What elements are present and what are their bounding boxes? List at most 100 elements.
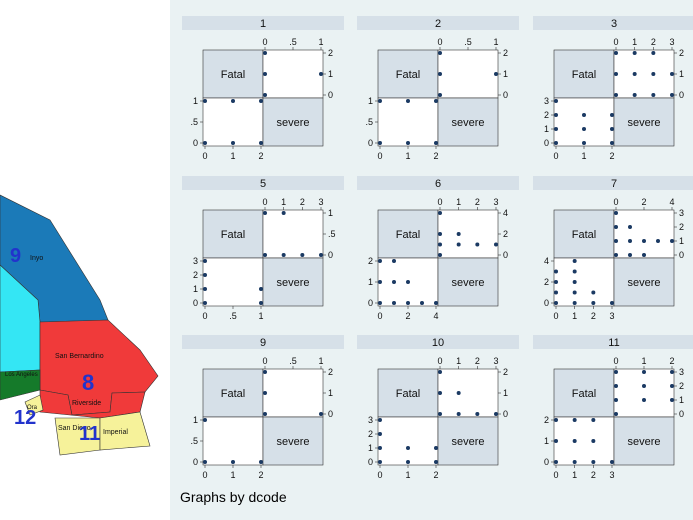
severe-plot-area [553, 416, 615, 466]
fatal-quadrant-label: Fatal [221, 229, 245, 241]
severe-quadrant-label: severe [451, 277, 484, 289]
severe-label-cell [613, 97, 675, 147]
severe-point [572, 280, 577, 284]
severe-point [231, 99, 235, 103]
severe-x-tick-label: 1 [230, 470, 235, 480]
fatal-point [614, 253, 618, 257]
severe-x-tick-label: 3 [609, 470, 614, 480]
fatal-x-tick-label: 0 [437, 197, 442, 207]
fatal-point [438, 72, 442, 76]
map-number-12: 12 [14, 407, 36, 429]
severe-x-tick-label: 1 [405, 470, 410, 480]
severe-plot-area [553, 257, 615, 307]
severe-x-tick-label: 1 [230, 151, 235, 161]
fatal-point [494, 242, 498, 247]
fatal-x-tick-label: 3 [318, 197, 323, 207]
fatal-plot-area [262, 209, 324, 259]
fatal-point [632, 93, 637, 97]
severe-y-tick-label: 1 [368, 96, 373, 106]
severe-y-tick-label: 1 [368, 277, 373, 287]
panel-strip [182, 335, 344, 349]
fatal-point [670, 370, 674, 374]
severe-y-tick-label: 0 [368, 457, 373, 467]
severe-point [554, 460, 558, 464]
panel-title: 10 [432, 337, 444, 349]
severe-y-tick-label: 0 [193, 457, 198, 467]
fatal-label-cell [202, 49, 264, 99]
severe-x-tick-label: 0 [553, 311, 558, 321]
severe-point [554, 127, 558, 131]
graphs-by-footnote: Graphs by dcode [180, 489, 287, 505]
fatal-point [632, 72, 637, 76]
california-region-map: Inyo San Bernardino Los Angeles Riversid… [0, 194, 159, 456]
fatal-quadrant-label: Fatal [396, 229, 420, 241]
fatal-point [642, 398, 646, 402]
panel-strip [357, 176, 519, 190]
severe-point [378, 280, 382, 284]
fatal-y-tick-label: 1 [679, 69, 684, 79]
fatal-point [263, 412, 267, 416]
fatal-point [642, 384, 646, 388]
fatal-point [438, 391, 442, 395]
fatal-quadrant-label: Fatal [396, 69, 420, 81]
severe-point [203, 287, 207, 291]
fatal-y-tick-label: 2 [328, 48, 333, 58]
severe-quadrant-label: severe [627, 117, 660, 129]
severe-y-tick-label: 1 [544, 124, 549, 134]
severe-y-tick-label: 0 [544, 298, 549, 308]
fatal-label-cell [553, 49, 615, 99]
fatal-point [614, 225, 618, 229]
severe-point [259, 460, 263, 464]
fatal-y-tick-label: 0 [328, 409, 333, 419]
fatal-x-tick-label: 0 [262, 356, 267, 366]
fatal-y-tick-label: 1 [679, 236, 684, 246]
severe-point [591, 439, 596, 443]
severe-x-tick-label: 2 [433, 470, 438, 480]
fatal-point [438, 232, 442, 236]
fatal-x-tick-label: 1 [318, 37, 323, 47]
region-riverside [39, 389, 146, 419]
map-label-san-diego: San Diego [58, 425, 91, 432]
panel-strip [357, 335, 519, 349]
severe-label-cell [613, 257, 675, 307]
fatal-x-tick-label: 0 [262, 37, 267, 47]
severe-label-cell [262, 257, 324, 307]
severe-point [434, 141, 438, 145]
fatal-x-tick-label: 4 [669, 197, 674, 207]
panel-title: 3 [611, 18, 617, 30]
severe-point [591, 460, 596, 464]
severe-quadrant-label: severe [627, 277, 660, 289]
severe-plot-area [202, 257, 264, 307]
fatal-point [632, 51, 637, 55]
severe-point [203, 301, 207, 305]
fatal-point [438, 242, 442, 247]
panel-title: 11 [608, 337, 619, 349]
fatal-point [456, 242, 461, 247]
severe-y-tick-label: 2 [544, 415, 549, 425]
fatal-x-tick-label: 0 [262, 197, 267, 207]
fatal-point [438, 51, 442, 55]
fatal-x-tick-label: 3 [669, 37, 674, 47]
fatal-point [614, 51, 618, 55]
severe-x-tick-label: 4 [433, 311, 438, 321]
fatal-x-tick-label: 1 [281, 197, 286, 207]
severe-point [259, 141, 263, 145]
severe-plot-area [202, 97, 264, 147]
fatal-y-tick-label: 2 [503, 48, 508, 58]
severe-x-tick-label: 0 [553, 470, 558, 480]
fatal-point [438, 93, 442, 97]
fatal-y-tick-label: 0 [679, 250, 684, 260]
severe-point [378, 259, 382, 263]
fatal-x-tick-label: 1 [456, 197, 461, 207]
fatal-quadrant-label: Fatal [572, 229, 596, 241]
severe-y-tick-label: 1 [193, 96, 198, 106]
fatal-point [494, 72, 498, 76]
fatal-point [614, 412, 618, 416]
fatal-point [263, 72, 267, 76]
severe-x-tick-label: 2 [433, 151, 438, 161]
